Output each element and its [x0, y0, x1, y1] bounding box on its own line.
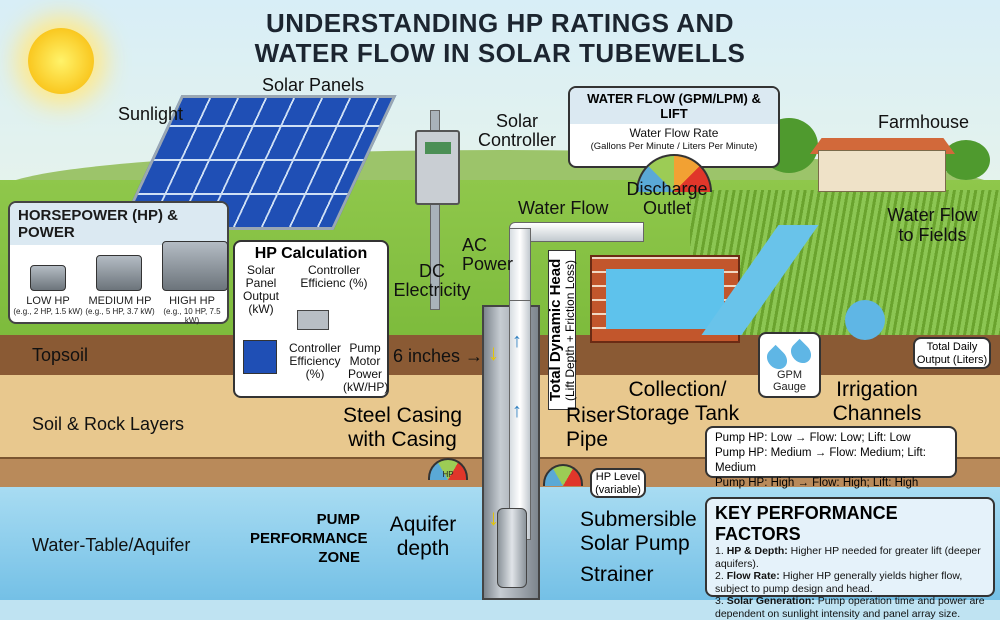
- controller-efficiency-top-label: Controller Efficienc (%): [300, 263, 368, 290]
- collection-tank-label: Collection/ Storage Tank: [615, 378, 740, 425]
- dc-electricity-label: DC Electricity: [393, 261, 471, 300]
- sun-icon: [28, 28, 94, 94]
- irrigation-channels-label: Irrigation Channels: [832, 378, 922, 425]
- water-flow-to-fields-label: Water Flow to Fields: [887, 205, 978, 245]
- total-daily-output-label: Total Daily Output (Liters): [913, 337, 991, 369]
- hp-calculation-box: HP Calculation Solar Panel Output (kW) C…: [233, 240, 389, 398]
- power-down-arrow-icon: ↓: [488, 505, 499, 530]
- hp-flow-table: Pump HP: Low → Flow: Low; Lift: Low Pump…: [705, 426, 957, 489]
- farmhouse-label: Farmhouse: [878, 112, 970, 132]
- solar-panel-icon: [243, 340, 277, 374]
- hp-level-label: HP Level (variable): [590, 468, 646, 498]
- key-factors-title: KEY PERFORMANCE FACTORS: [715, 503, 898, 544]
- hp-gauge-label: HP: [442, 470, 454, 479]
- low-hp-pump-icon: [30, 265, 66, 291]
- sunlight-label: Sunlight: [118, 104, 184, 124]
- ac-power-label: AC Power: [462, 235, 514, 274]
- aquifer-depth-label: Aquifer depth: [389, 513, 457, 560]
- table-row: Pump HP: Low → Flow: Low; Lift: Low: [715, 432, 911, 444]
- low-hp-item: LOW HP(e.g., 2 HP, 1.5 kW): [13, 295, 83, 316]
- hp-calculation-title: HP Calculation: [254, 245, 368, 262]
- medium-hp-item: MEDIUM HP(e.g., 5 HP, 3.7 kW): [85, 295, 155, 316]
- water-globe-icon: [845, 300, 885, 340]
- topsoil-label: Topsoil: [32, 345, 89, 365]
- key-performance-factors-box: KEY PERFORMANCE FACTORS 1. HP & Depth: H…: [705, 497, 995, 620]
- medium-hp-pump-icon: [96, 255, 142, 291]
- water-flow-label: Water Flow: [518, 198, 609, 218]
- flow-up-arrow-icon: ↑: [512, 400, 522, 422]
- table-row: Pump HP: Medium → Flow: Medium; Lift: Me…: [715, 447, 926, 474]
- list-item: 1. HP & Depth: Higher HP needed for grea…: [715, 545, 981, 570]
- pump-performance-zone-label: PUMP PERFORMANCE ZONE: [250, 511, 368, 566]
- table-row: Pump HP: High → Flow: High; Lift: High: [715, 477, 919, 489]
- riser-pipe-label: Riser Pipe: [566, 404, 616, 451]
- horsepower-box-title: HORSEPOWER (HP) & POWER: [10, 203, 227, 245]
- list-item: 2. Flow Rate: Higher HP generally yields…: [715, 570, 963, 595]
- high-hp-item: HIGH HP(e.g., 10 HP, 7.5 kW): [163, 295, 221, 325]
- water-drop-icon: [786, 338, 816, 368]
- horsepower-box: HORSEPOWER (HP) & POWER LOW HP(e.g., 2 H…: [8, 201, 229, 325]
- total-dynamic-head-label: Total Dynamic Head (Lift Depth + Frictio…: [547, 250, 577, 410]
- water-flow-box-title: WATER FLOW (GPM/LPM) & LIFT: [570, 88, 778, 124]
- six-inches-label: 6 inches →: [393, 346, 484, 366]
- water-flow-rate-label: Water Flow Rate: [629, 126, 719, 140]
- controller-efficiency-label: Controller Efficiency (%): [288, 341, 342, 381]
- controller-pole: [430, 110, 440, 310]
- strainer-label: Strainer: [580, 563, 654, 586]
- controller-icon: [297, 310, 329, 330]
- high-hp-pump-icon: [162, 241, 228, 291]
- flow-up-arrow-icon: ↑: [512, 330, 522, 352]
- gpm-gauge-label: GPM Gauge: [772, 369, 807, 393]
- submersible-pump-icon: [497, 508, 527, 588]
- gpm-gauge-box: GPM Gauge: [758, 332, 821, 398]
- farmhouse-icon: [818, 150, 946, 192]
- pump-motor-power-label: Pump Motor Power (kW/HP): [343, 341, 389, 394]
- tree: [942, 140, 990, 180]
- power-down-arrow-icon: ↓: [488, 340, 499, 365]
- list-item: 3. Solar Generation: Pump operation time…: [715, 595, 985, 620]
- solar-panels-label: Solar Panels: [262, 75, 365, 95]
- water-flow-box: WATER FLOW (GPM/LPM) & LIFT Water Flow R…: [568, 86, 780, 192]
- solar-output-label: Solar Panel Output (kW): [242, 263, 280, 316]
- steel-casing-label: Steel Casing with Casing: [342, 404, 463, 451]
- discharge-outlet-label: Discharge Outlet: [626, 179, 708, 218]
- submersible-pump-label: Submersible Solar Pump: [580, 508, 697, 555]
- soil-rock-label: Soil & Rock Layers: [32, 414, 185, 434]
- aquifer-label: Water-Table/Aquifer: [32, 535, 191, 555]
- solar-controller-label: Solar Controller: [477, 111, 557, 150]
- flow-units-label: (Gallons Per Minute / Liters Per Minute): [590, 141, 758, 152]
- solar-controller-icon: [415, 130, 460, 205]
